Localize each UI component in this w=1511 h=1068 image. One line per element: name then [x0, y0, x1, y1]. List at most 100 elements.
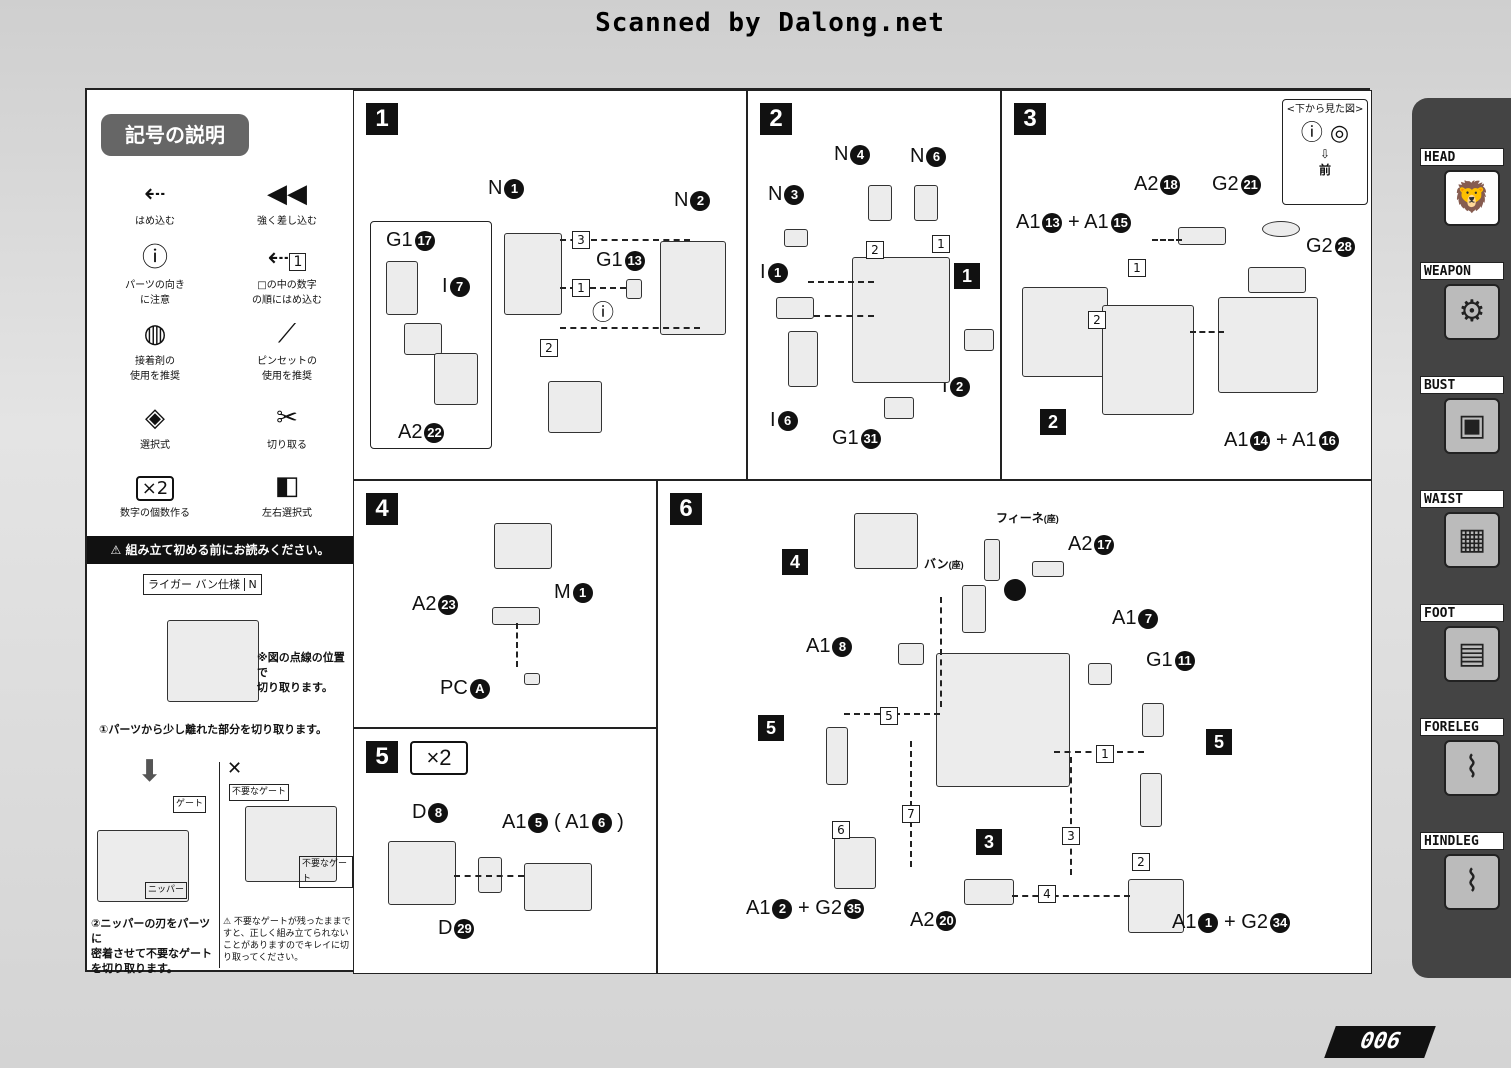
step-number: 4 — [366, 493, 398, 525]
scan-credit: Scanned by Dalong.net — [595, 8, 945, 38]
page-number: 006 — [1324, 1026, 1436, 1058]
step-number: 6 — [670, 493, 702, 525]
choice-icon: ◈ — [145, 403, 165, 433]
part-shape — [884, 397, 914, 419]
glue-icon: ◍ — [143, 319, 167, 349]
legend-column: 記号の説明 ⇠ はめ込む ◀◀ 強く差し込む ⓘ パーツの向き に注意 ⇠1 □… — [87, 90, 354, 975]
gate-label: ゲート — [173, 796, 207, 813]
part-shape — [548, 381, 602, 433]
assembly-arrow — [454, 875, 524, 877]
lr-icon: ◧ — [274, 471, 300, 501]
spec-label: ライガー バン仕様 N — [143, 574, 262, 595]
part-shape — [964, 329, 994, 351]
part-shape — [834, 837, 876, 889]
legend-label: □の中の数字 の順にはめ込む — [252, 280, 322, 306]
legend-label: 強く差し込む — [257, 216, 317, 227]
assembly-arrow — [814, 315, 874, 317]
legend-item: ◧ 左右選択式 — [227, 468, 347, 519]
legend-label: はめ込む — [135, 216, 175, 227]
sequence-badge: 1 — [1128, 259, 1146, 277]
sequence-badge: 5 — [880, 707, 898, 725]
part-shape — [826, 727, 848, 785]
assembly-arrow — [560, 287, 626, 289]
cut-note: ※図の点線の位置で 切り取ります。 — [257, 651, 345, 694]
sequence-badge: 2 — [1088, 311, 1106, 329]
tab-bust[interactable]: BUST ▣ — [1420, 376, 1506, 464]
step1-note: ①パーツから少し離れた部分を切り取ります。 — [99, 723, 327, 736]
part-shape — [854, 513, 918, 569]
sub-assembly-ref: 5 — [758, 715, 784, 741]
legend-item: ⇠ はめ込む — [95, 176, 215, 227]
sequence-badge: 2 — [866, 241, 884, 259]
part-shape — [868, 185, 892, 221]
sequence-badge: 2 — [1132, 853, 1150, 871]
unneeded-gate-label: 不要なゲート — [299, 856, 353, 888]
part-shape — [1178, 227, 1226, 245]
sequence-badge: 3 — [1062, 827, 1080, 845]
part-shape — [626, 279, 642, 299]
tab-foot[interactable]: FOOT ▤ — [1420, 604, 1506, 692]
direction-caution-icon: ⓘ — [592, 301, 615, 326]
divider — [219, 762, 220, 968]
part-shape — [962, 585, 986, 633]
bottom-view-box: <下から見た図> ⓘ ◎ ⇩ 前 — [1282, 99, 1368, 205]
legend-item: ×2 数字の個数作る — [95, 468, 215, 519]
part-shape — [404, 323, 442, 355]
direction-caution-icon: ⓘ ◎ — [1300, 121, 1350, 146]
multiplier-badge: ×2 — [410, 741, 468, 775]
tab-weapon[interactable]: WEAPON ⚙ — [1420, 262, 1506, 350]
sub-assembly-ref: 2 — [1040, 409, 1066, 435]
double-arrow-icon: ◀◀ — [267, 179, 307, 209]
step-number: 1 — [366, 103, 398, 135]
assembly-arrow — [808, 281, 874, 283]
cut-icon: ✂ — [276, 403, 298, 433]
section-tabs: HEAD 🦁 WEAPON ⚙ BUST ▣ WAIST ▦ FOOT ▤ FO… — [1412, 98, 1511, 978]
foot-icon: ▤ — [1444, 626, 1500, 682]
nipper-diagram — [97, 830, 189, 902]
sprue-diagram — [167, 620, 259, 702]
sequence-badge: 7 — [902, 805, 920, 823]
legend-item: ⟋ ピンセットの 使用を推奨 — [227, 316, 347, 382]
part-shape — [504, 233, 562, 315]
legend-item: ⇠1 □の中の数字 の順にはめ込む — [227, 240, 347, 306]
part-shape — [984, 539, 1000, 581]
hindleg-icon: ⌇ — [1444, 854, 1500, 910]
step-number: 2 — [760, 103, 792, 135]
part-shape — [1102, 305, 1194, 415]
assembly-arrow — [1152, 239, 1182, 241]
tab-waist[interactable]: WAIST ▦ — [1420, 490, 1506, 578]
sequence-badge: 1 — [1096, 745, 1114, 763]
part-shape — [1218, 297, 1318, 393]
legend-label: 数字の個数作る — [120, 508, 190, 519]
head-assembly — [936, 653, 1070, 787]
assembly-arrow — [560, 239, 690, 241]
foreleg-icon: ⌇ — [1444, 740, 1500, 796]
tab-hindleg[interactable]: HINDLEG ⌇ — [1420, 832, 1506, 920]
legend-label: ピンセットの 使用を推奨 — [257, 356, 317, 382]
part-shape — [1032, 561, 1064, 577]
tab-foreleg[interactable]: FORELEG ⌇ — [1420, 718, 1506, 806]
legend-item: ◍ 接着剤の 使用を推奨 — [95, 316, 215, 382]
tab-head[interactable]: HEAD 🦁 — [1420, 148, 1506, 236]
legend-label: 切り取る — [267, 440, 307, 451]
sub-assembly-ref: 1 — [954, 263, 980, 289]
legend-label: 接着剤の 使用を推奨 — [130, 356, 180, 382]
assembly-arrow — [1190, 331, 1224, 333]
head-icon: 🦁 — [1444, 170, 1500, 226]
tweezers-icon: ⟋ — [277, 319, 297, 349]
sequence-badge: 2 — [540, 339, 558, 357]
